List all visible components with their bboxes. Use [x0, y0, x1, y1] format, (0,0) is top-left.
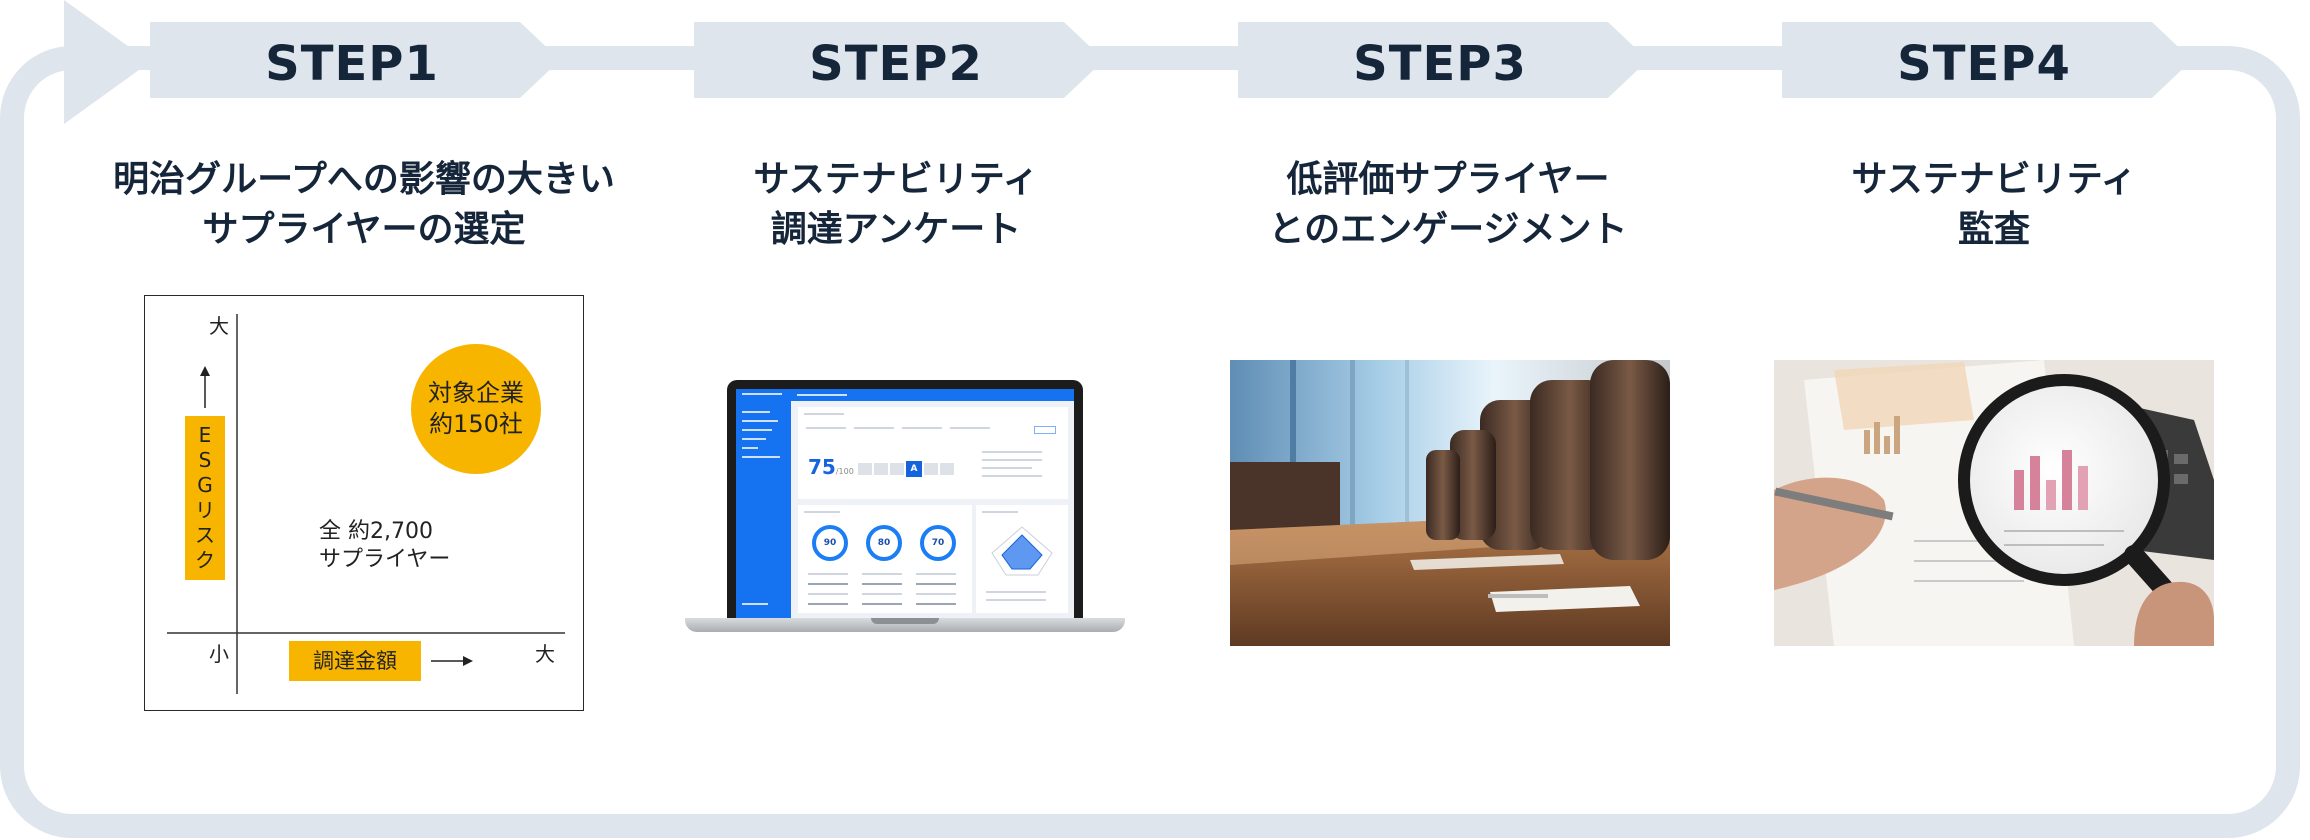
- loop-start-arrow: [64, 0, 150, 124]
- step4-arrow-banner: [1782, 22, 2192, 98]
- step1-arrow-banner: [150, 22, 560, 98]
- radar-chart-icon: [991, 526, 1053, 576]
- step1-description: 明治グループへの影響の大きい サプライヤーの選定: [113, 159, 615, 250]
- all-suppliers-label: 全 約2,700 サプライヤー: [319, 519, 451, 572]
- x-axis-high-label: 大: [535, 642, 555, 666]
- esg-risk-axis-label: E S G リ ス ク: [185, 416, 225, 580]
- step3-description: 低評価サプライヤー とのエンゲージメント: [1268, 159, 1628, 250]
- dashboard-screen: 75/100 A 90 80 70: [736, 389, 1074, 618]
- y-axis-high-label: 大: [209, 314, 229, 338]
- step3-arrow-banner: [1238, 22, 1648, 98]
- radar-chart-panel: [976, 505, 1068, 613]
- category-score-panel: 90 80 70: [798, 505, 972, 613]
- step1-title: STEP1: [265, 36, 439, 92]
- score-ring-2: 80: [866, 525, 902, 561]
- laptop-survey-dashboard-image: 75/100 A 90 80 70: [685, 380, 1125, 638]
- laptop-notch: [871, 618, 939, 624]
- procurement-amount-axis-label: 調達金額: [289, 641, 421, 681]
- magnifying-glass-audit-photo: [1774, 360, 2214, 646]
- score-ring-1: 90: [812, 525, 848, 561]
- matrix-axes: [167, 314, 565, 694]
- dashboard-header-bar: [791, 389, 1074, 401]
- step4-title: STEP4: [1897, 36, 2071, 92]
- step2-description: サステナビリティ 調達アンケート: [753, 159, 1039, 250]
- step2-title: STEP2: [809, 36, 983, 92]
- step4-description: サステナビリティ 監査: [1851, 159, 2137, 250]
- overall-score: 75: [808, 455, 836, 479]
- supplier-selection-matrix: 大 小 大 E S G リ ス ク 調達金額 対象企業 約150社 全 約2,7…: [144, 295, 584, 711]
- x-axis-low-label: 小: [209, 642, 229, 666]
- conference-room-photo: [1230, 360, 1670, 646]
- grade-badge: A: [906, 461, 922, 477]
- laptop-screen: 75/100 A 90 80 70: [727, 380, 1083, 618]
- score-suffix: /100: [835, 467, 854, 476]
- laptop-base: [685, 618, 1125, 632]
- step2-arrow-banner: [694, 22, 1104, 98]
- dashboard-sidebar: [736, 389, 791, 618]
- score-panel: 75/100 A: [798, 407, 1068, 499]
- step3-title: STEP3: [1353, 36, 1527, 92]
- target-companies-circle: 対象企業 約150社: [411, 344, 541, 474]
- score-ring-3: 70: [920, 525, 956, 561]
